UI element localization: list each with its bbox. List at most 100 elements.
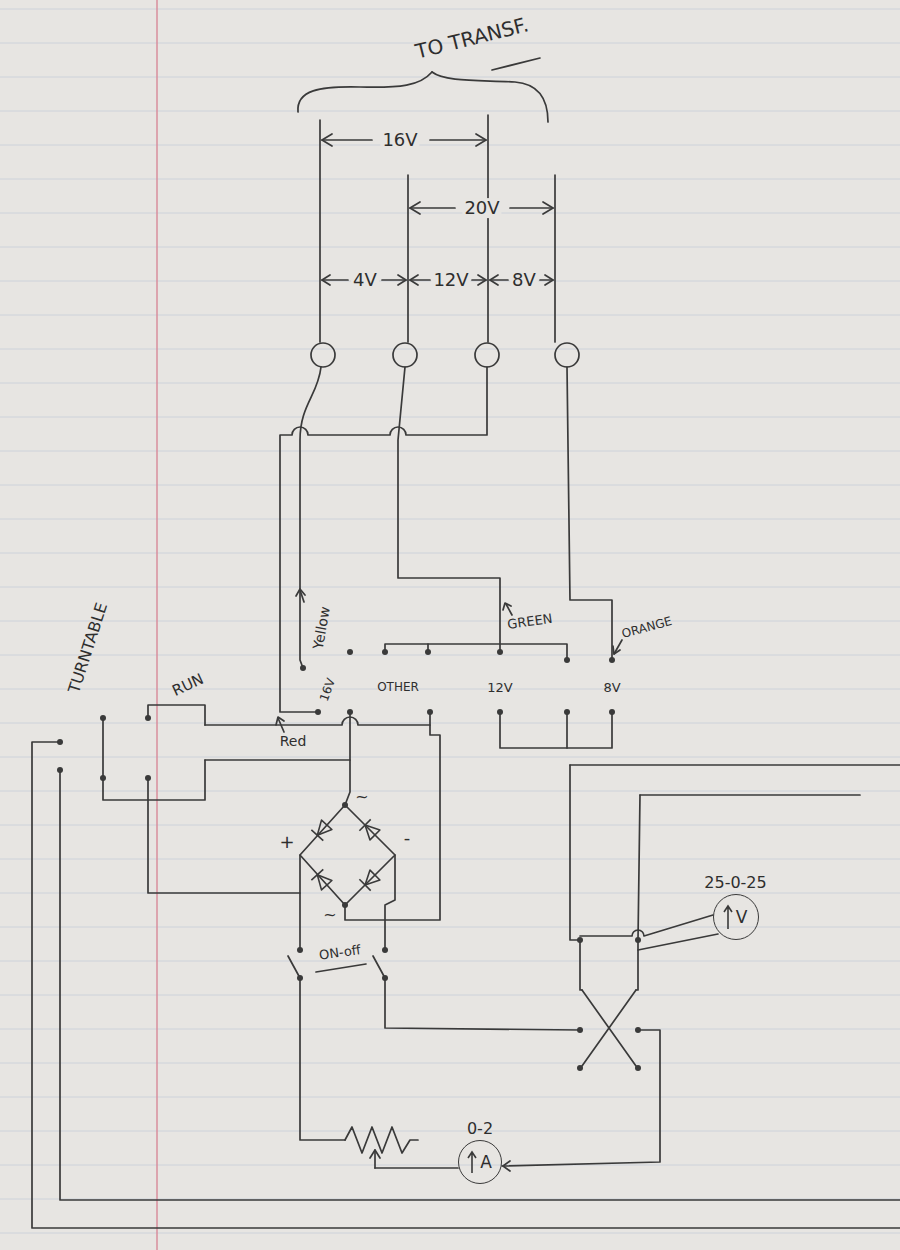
- pencil-wiring: [430, 139, 486, 141]
- diode-symbols: [311, 819, 332, 840]
- pencil-wiring: [510, 207, 553, 209]
- diode-symbols: [360, 820, 380, 840]
- pencil-wiring: [298, 72, 432, 112]
- pencil-wiring: [500, 712, 612, 748]
- terminal-dots: [609, 657, 615, 663]
- pencil-wiring: [432, 72, 548, 122]
- pencil-wiring: [280, 367, 487, 712]
- terminal-label: ~: [355, 788, 368, 806]
- pencil-wiring: [205, 759, 350, 761]
- pencil-wiring: [502, 1030, 660, 1166]
- diode-symbols: [311, 819, 380, 890]
- dimension-label: 4V: [351, 270, 379, 290]
- terminal-dots: [635, 937, 641, 943]
- switch-position-label: 8V: [603, 681, 620, 695]
- switch-position-label: OTHER: [377, 681, 419, 694]
- diode-symbols: [359, 879, 370, 890]
- diode-symbols: [311, 869, 332, 890]
- pencil-wiring: [385, 978, 580, 1030]
- terminal-label: -: [404, 828, 411, 848]
- terminal-dots: [297, 947, 303, 953]
- pencil-wiring: [580, 940, 582, 990]
- pencil-wiring: [322, 279, 348, 281]
- terminal-dots: [577, 937, 583, 943]
- wire-color-label: Red: [280, 734, 307, 749]
- terminal-dots: [382, 975, 388, 981]
- pencil-wiring: [60, 770, 900, 1200]
- pencil-wiring: [410, 275, 418, 285]
- pencil-wiring: [567, 367, 612, 660]
- diode-symbols: [311, 830, 323, 841]
- pencil-wiring: [300, 805, 395, 905]
- terminal-dots: [315, 709, 321, 715]
- terminal-dots: [425, 649, 431, 655]
- pencil-wiring: [311, 343, 335, 367]
- terminal-dots: [342, 902, 348, 908]
- terminal-dots: [297, 975, 303, 981]
- pencil-wiring: [410, 207, 455, 209]
- pencil-wiring: [319, 120, 321, 342]
- terminal-dots: [347, 709, 353, 715]
- pencil-wiring: [475, 343, 499, 367]
- terminal-label: +: [279, 832, 294, 852]
- pencil-wiring: [385, 855, 395, 950]
- diode-symbols: [359, 819, 380, 840]
- pencil-wiring: [503, 603, 511, 610]
- terminal-dots: [145, 775, 151, 781]
- terminal-dots: [145, 715, 151, 721]
- wire-color-label: GREEN: [507, 612, 554, 632]
- pencil-wiring: [407, 175, 409, 342]
- pencil-wiring: [476, 134, 486, 146]
- dimension-label: 20V: [462, 198, 501, 218]
- terminal-dots: [57, 739, 63, 745]
- pencil-wiring: [345, 1127, 418, 1153]
- terminal-dots: [342, 802, 348, 808]
- pencil-wiring: [299, 855, 301, 950]
- diode-symbols: [312, 870, 332, 890]
- terminal-dots: [564, 657, 570, 663]
- pencil-wiring: [640, 794, 860, 796]
- pencil-wiring: [566, 712, 568, 748]
- pencil-wiring: [382, 279, 406, 281]
- pencil-wiring: [373, 956, 385, 978]
- meter-needle: [724, 906, 732, 929]
- ammeter-symbol: 0-2A: [453, 1118, 507, 1184]
- pencil-wiring: [582, 990, 636, 1066]
- pencil-wiring: [345, 712, 350, 805]
- meter-range: 25-0-25: [704, 872, 766, 894]
- voltmeter-symbol: 25-0-25V: [699, 872, 772, 940]
- pencil-wiring: [316, 964, 366, 972]
- pencil-wiring: [554, 175, 556, 342]
- pencil-wiring: [393, 343, 417, 367]
- pencil-wiring: [296, 589, 305, 596]
- pencil-wiring: [398, 275, 406, 285]
- meter-letter: A: [468, 1152, 492, 1172]
- pencil-wiring: [103, 718, 205, 800]
- meter-letter: V: [724, 907, 748, 927]
- pencil-wiring: [205, 717, 430, 725]
- switch-position-label: 16V: [318, 677, 338, 704]
- pencil-wiring: [543, 202, 553, 214]
- pencil-wiring: [410, 279, 430, 281]
- pencil-wiring: [638, 795, 640, 940]
- meter-range: 0-2: [467, 1118, 493, 1140]
- pencil-wiring: [385, 644, 567, 660]
- pencil-wiring: [288, 956, 300, 978]
- pencil-wiring: [398, 367, 500, 652]
- pencil-wiring: [580, 915, 713, 936]
- pencil-wiring: [555, 343, 579, 367]
- terminal-dots: [577, 1065, 583, 1071]
- pencil-wiring: [410, 202, 420, 214]
- pencil-wiring: [503, 1161, 510, 1171]
- meter-circle: A: [458, 1140, 502, 1184]
- diode-symbols: [312, 820, 332, 840]
- pencil-wiring: [636, 940, 638, 990]
- pencil-wiring: [492, 58, 540, 70]
- pencil-wiring: [570, 764, 900, 766]
- wire-color-label: ORANGE: [620, 615, 673, 641]
- pencil-wiring: [322, 134, 332, 146]
